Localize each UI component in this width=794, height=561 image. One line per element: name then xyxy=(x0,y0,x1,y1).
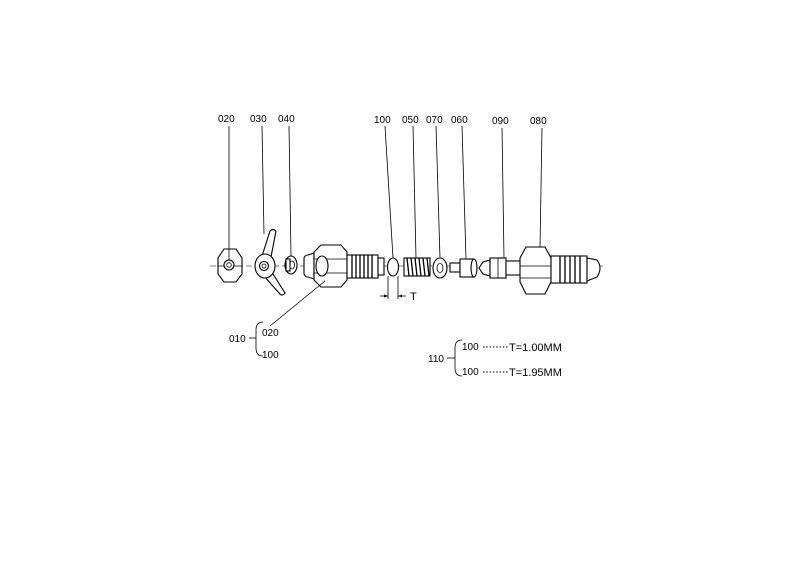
callout-090: 090 xyxy=(492,116,509,127)
part-060-needle-holder xyxy=(449,258,478,278)
part-030-banjo-fitting xyxy=(254,228,286,296)
callout-100: 100 xyxy=(374,115,391,126)
part-080-retaining-nut xyxy=(519,246,601,295)
part-050-spring xyxy=(403,257,431,277)
assembly-010-note: 010 020 100 xyxy=(229,321,279,361)
callout-060: 060 xyxy=(451,115,468,126)
callout-020: 020 xyxy=(218,114,235,125)
callout-labels: 020 030 040 100 050 070 060 090 080 xyxy=(218,114,547,127)
part-010-nozzle-holder xyxy=(303,244,385,288)
callout-040: 040 xyxy=(278,114,295,125)
option-110-row-2-part: 100 xyxy=(462,367,479,378)
part-070-spring-seat xyxy=(432,257,448,279)
dimension-label-T: T xyxy=(410,291,417,303)
leader-lines xyxy=(228,125,543,327)
part-100-shim xyxy=(386,257,400,277)
option-110-row-1-spec: T=1.00MM xyxy=(509,342,562,354)
shim-thickness-dimension: T xyxy=(380,276,417,303)
option-110-row-1-part: 100 xyxy=(462,342,479,353)
part-090-nozzle xyxy=(478,257,525,279)
assembly-010-item-1: 020 xyxy=(262,328,279,339)
callout-070: 070 xyxy=(426,115,443,126)
option-110-label: 110 xyxy=(428,354,444,365)
callout-030: 030 xyxy=(250,114,267,125)
assembly-010-item-2: 100 xyxy=(262,350,279,361)
option-110-note: 110 100 T=1.00MM 100 T=1.95MM xyxy=(428,339,562,379)
part-020-cap-nut xyxy=(217,248,243,283)
callout-050: 050 xyxy=(402,115,419,126)
assembly-010-label: 010 xyxy=(229,334,246,345)
part-040-washer xyxy=(284,255,298,275)
option-110-row-2-spec: T=1.95MM xyxy=(509,367,562,379)
callout-080: 080 xyxy=(530,116,547,127)
